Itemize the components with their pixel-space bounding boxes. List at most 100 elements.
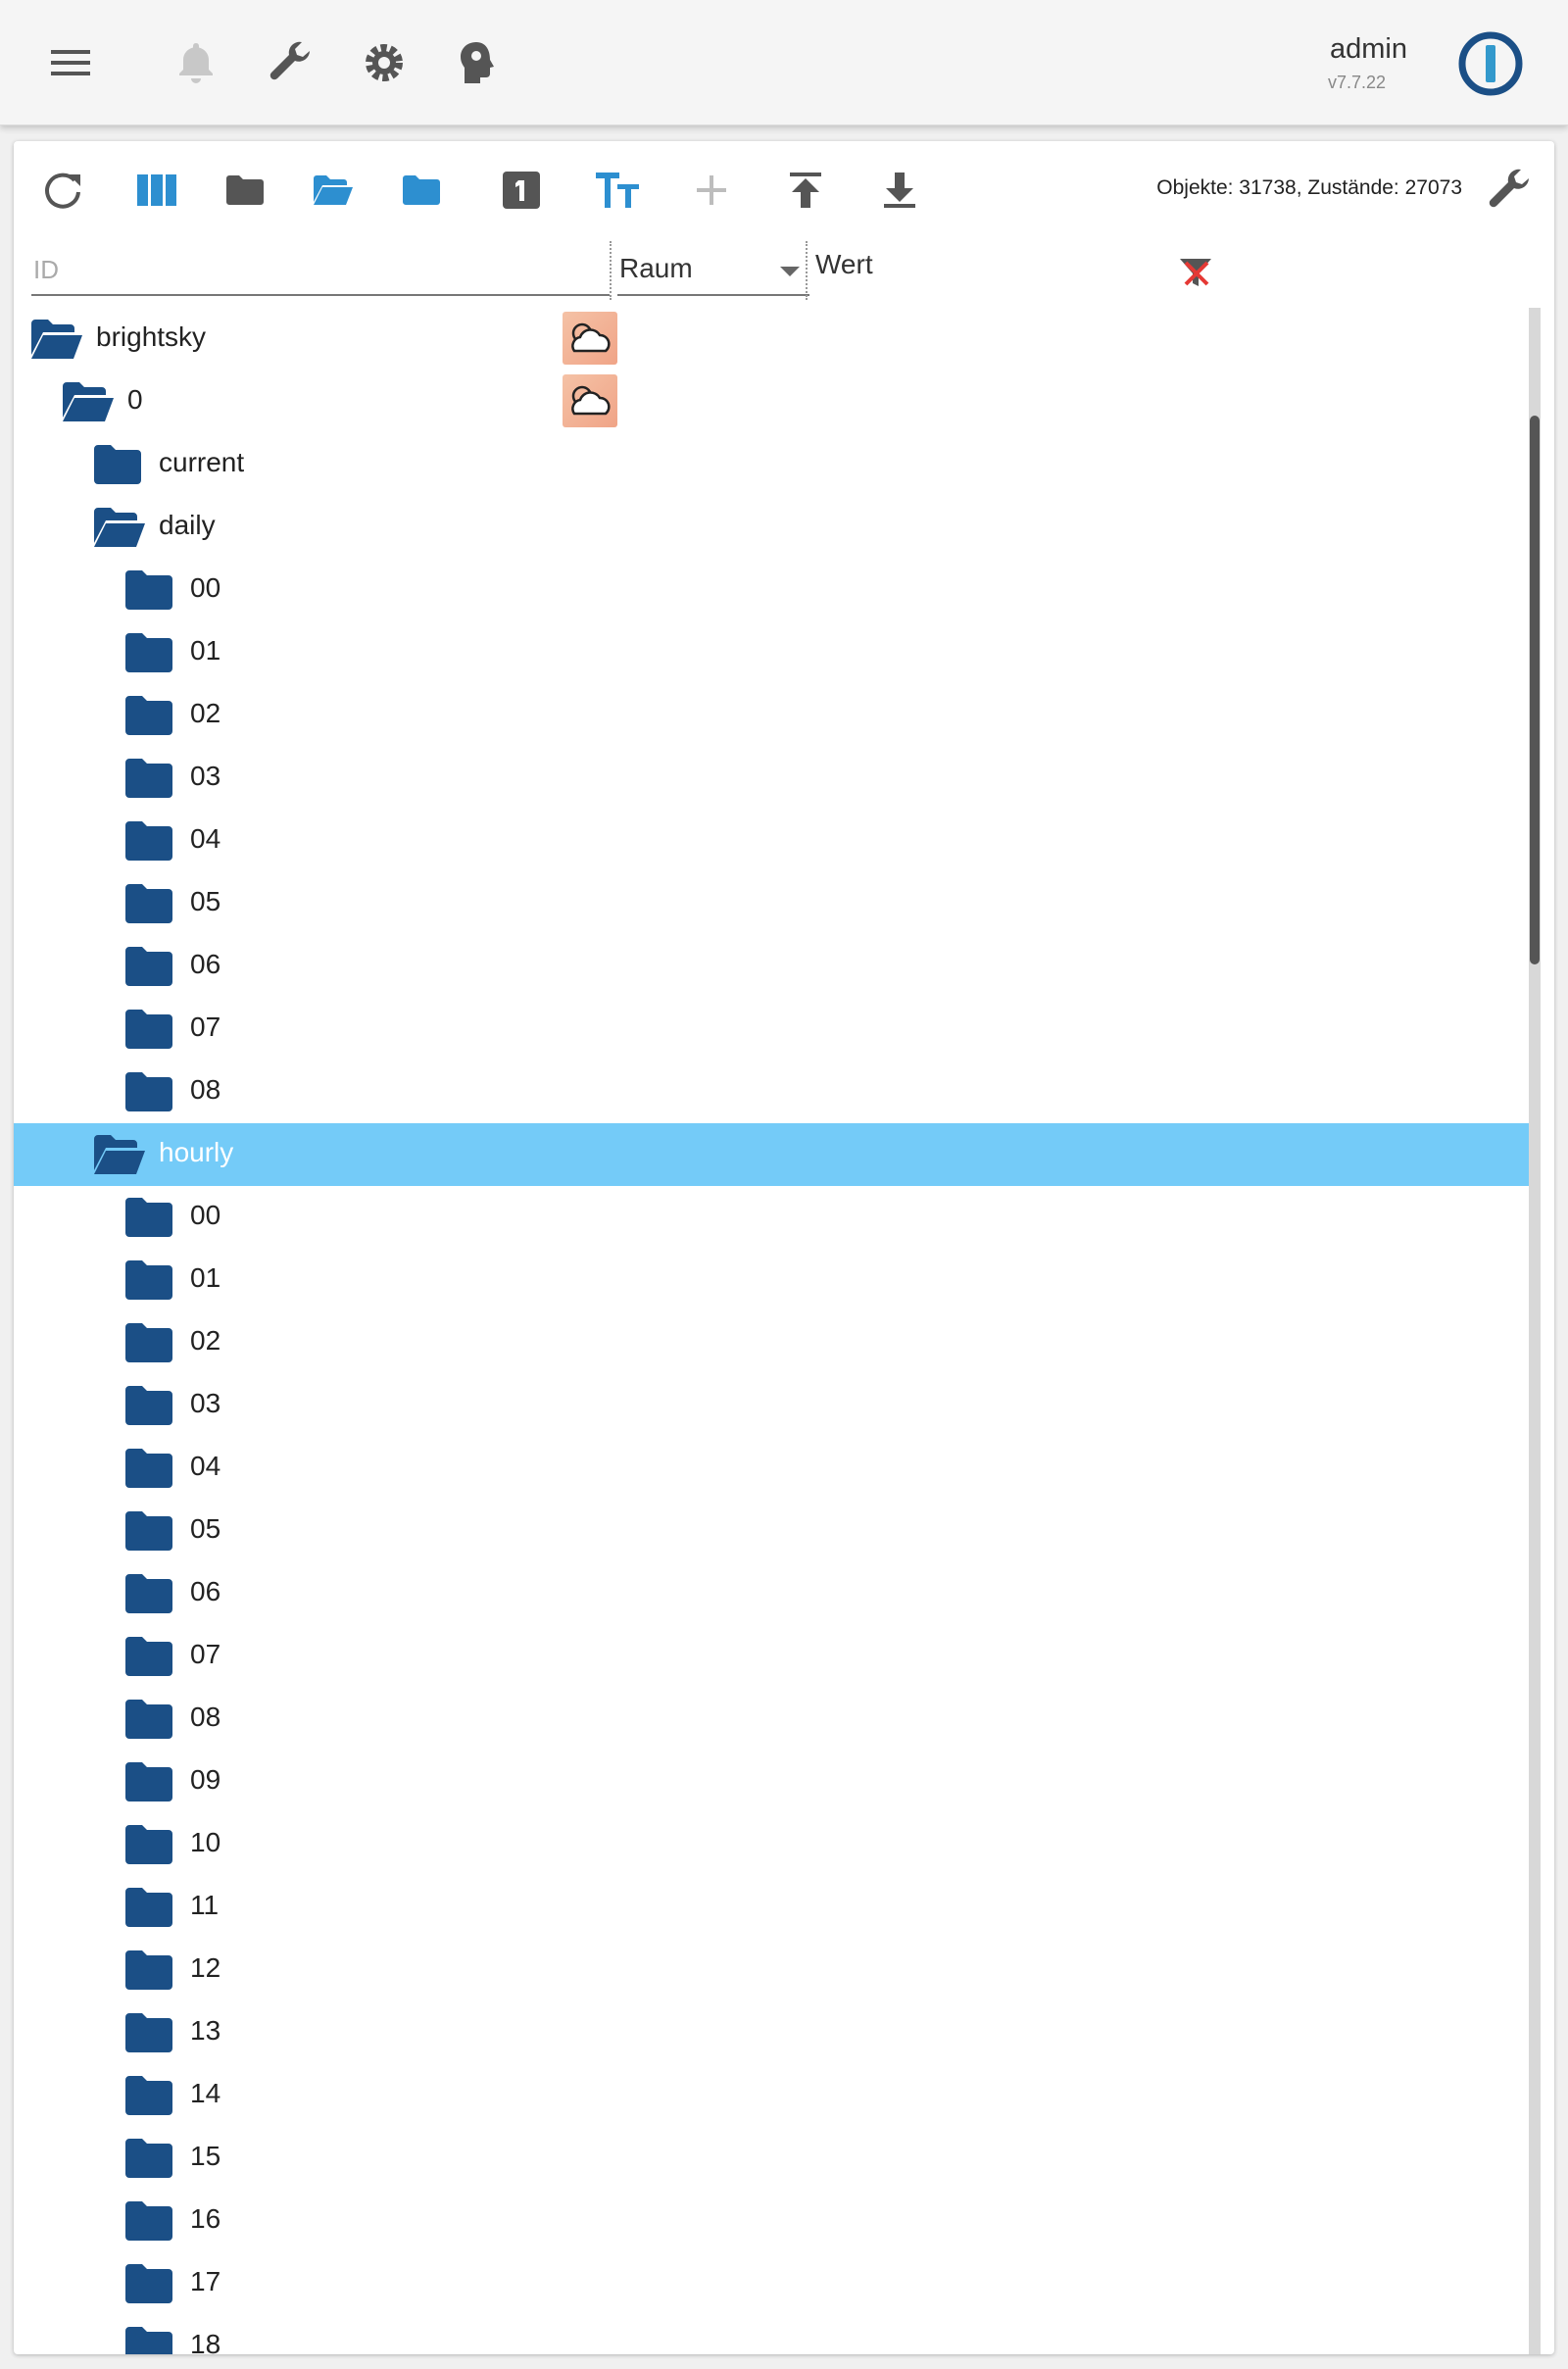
- tree-row[interactable]: 05: [14, 1500, 1529, 1562]
- tree-row[interactable]: daily: [14, 496, 1529, 559]
- column-resizer[interactable]: [806, 241, 808, 300]
- expert-mode-head-icon[interactable]: [449, 35, 504, 90]
- folder-icon[interactable]: [125, 2139, 172, 2178]
- tree-row[interactable]: 05: [14, 872, 1529, 935]
- folder-icon[interactable]: [125, 759, 172, 798]
- tree-row-label: 06: [190, 1576, 221, 1606]
- folder-open-icon[interactable]: [31, 320, 82, 359]
- tree-row[interactable]: 08: [14, 1061, 1529, 1123]
- folder-open-icon[interactable]: [63, 382, 114, 421]
- folder-icon[interactable]: [125, 1950, 172, 1990]
- user-name: admin: [1330, 33, 1407, 65]
- folder-icon[interactable]: [125, 1825, 172, 1864]
- tree-row[interactable]: hourly: [14, 1123, 1529, 1186]
- folder-icon[interactable]: [125, 1260, 172, 1300]
- tree-row-label: 17: [190, 2266, 221, 2296]
- settings-gear-icon[interactable]: [357, 35, 412, 90]
- room-filter-select[interactable]: Raum: [617, 245, 809, 296]
- refresh-icon[interactable]: [35, 163, 90, 218]
- tree-row[interactable]: 06: [14, 935, 1529, 998]
- folder-icon[interactable]: [125, 1574, 172, 1613]
- folder-icon[interactable]: [125, 1072, 172, 1111]
- add-icon[interactable]: [684, 163, 739, 218]
- tree-row-label: 04: [190, 823, 221, 854]
- tree-row[interactable]: 07: [14, 1625, 1529, 1688]
- tree-row[interactable]: 09: [14, 1751, 1529, 1813]
- download-icon[interactable]: [872, 163, 927, 218]
- menu-icon[interactable]: [43, 35, 98, 90]
- filter-clear-icon[interactable]: [1172, 249, 1219, 296]
- bell-icon[interactable]: [169, 35, 223, 90]
- tree-row[interactable]: 01: [14, 621, 1529, 684]
- tree-row[interactable]: 14: [14, 2064, 1529, 2127]
- folder-icon[interactable]: [125, 1198, 172, 1237]
- scrollbar-thumb[interactable]: [1530, 416, 1540, 964]
- room-filter-label: Raum: [619, 253, 693, 283]
- folder-icon[interactable]: [125, 1637, 172, 1676]
- folder-icon[interactable]: [125, 1511, 172, 1551]
- folder-open-icon[interactable]: [306, 163, 361, 218]
- folder-icon[interactable]: [125, 1323, 172, 1362]
- text-size-icon[interactable]: [590, 163, 645, 218]
- tree-row[interactable]: 03: [14, 1374, 1529, 1437]
- tree-row[interactable]: 00: [14, 1186, 1529, 1249]
- id-filter-input[interactable]: [31, 245, 610, 296]
- tree-row[interactable]: 02: [14, 684, 1529, 747]
- tree-row-label: 10: [190, 1827, 221, 1857]
- tree-row[interactable]: 0: [14, 370, 1529, 433]
- folder-icon[interactable]: [125, 1762, 172, 1801]
- tree-row[interactable]: 17: [14, 2252, 1529, 2315]
- tree-row[interactable]: 15: [14, 2127, 1529, 2190]
- adapter-weather-icon: [563, 374, 617, 427]
- tree-row[interactable]: 03: [14, 747, 1529, 810]
- folder-icon[interactable]: [125, 696, 172, 735]
- folder-icon[interactable]: [125, 884, 172, 923]
- folder-icon[interactable]: [125, 1386, 172, 1425]
- column-resizer[interactable]: [610, 241, 612, 300]
- tree-row-label: 13: [190, 2015, 221, 2046]
- folder-icon[interactable]: [125, 1700, 172, 1739]
- tree-row[interactable]: 16: [14, 2190, 1529, 2252]
- tree-row[interactable]: 18: [14, 2315, 1529, 2354]
- tree-row[interactable]: brightsky: [14, 308, 1529, 370]
- folder-icon[interactable]: [125, 633, 172, 672]
- wrench-icon[interactable]: [263, 35, 318, 90]
- folder-icon[interactable]: [125, 2327, 172, 2354]
- columns-icon[interactable]: [129, 163, 184, 218]
- upload-icon[interactable]: [778, 163, 833, 218]
- folder-icon[interactable]: [125, 2264, 172, 2303]
- tree-row[interactable]: 08: [14, 1688, 1529, 1751]
- object-stats: Objekte: 31738, Zustände: 27073: [1156, 176, 1462, 199]
- tree-row[interactable]: 07: [14, 998, 1529, 1061]
- folder-icon[interactable]: [125, 2013, 172, 2052]
- folder-icon[interactable]: [94, 445, 141, 484]
- folder-icon[interactable]: [125, 1449, 172, 1488]
- folder-expand-icon[interactable]: [394, 163, 449, 218]
- tree-row[interactable]: 10: [14, 1813, 1529, 1876]
- tree-row[interactable]: 13: [14, 2001, 1529, 2064]
- folder-icon[interactable]: [125, 947, 172, 986]
- tree-row[interactable]: 04: [14, 1437, 1529, 1500]
- folder-icon[interactable]: [125, 821, 172, 861]
- folder-collapse-icon[interactable]: [218, 163, 272, 218]
- tree-row[interactable]: 00: [14, 559, 1529, 621]
- tree-row[interactable]: current: [14, 433, 1529, 496]
- tree-row[interactable]: 11: [14, 1876, 1529, 1939]
- tree-row[interactable]: 02: [14, 1311, 1529, 1374]
- number-one-icon[interactable]: [494, 163, 549, 218]
- folder-icon[interactable]: [125, 2076, 172, 2115]
- filter-row: Raum Wert: [14, 235, 1554, 306]
- tree-row[interactable]: 01: [14, 1249, 1529, 1311]
- folder-icon[interactable]: [125, 570, 172, 610]
- wrench-icon[interactable]: [1482, 163, 1537, 218]
- tree-row[interactable]: 12: [14, 1939, 1529, 2001]
- iobroker-logo[interactable]: [1456, 29, 1525, 98]
- folder-icon[interactable]: [125, 2201, 172, 2241]
- tree-row[interactable]: 06: [14, 1562, 1529, 1625]
- folder-icon[interactable]: [125, 1010, 172, 1049]
- folder-open-icon[interactable]: [94, 1135, 145, 1174]
- tree-row[interactable]: 04: [14, 810, 1529, 872]
- folder-icon[interactable]: [125, 1888, 172, 1927]
- folder-open-icon[interactable]: [94, 508, 145, 547]
- tree-row-label: 12: [190, 1952, 221, 1983]
